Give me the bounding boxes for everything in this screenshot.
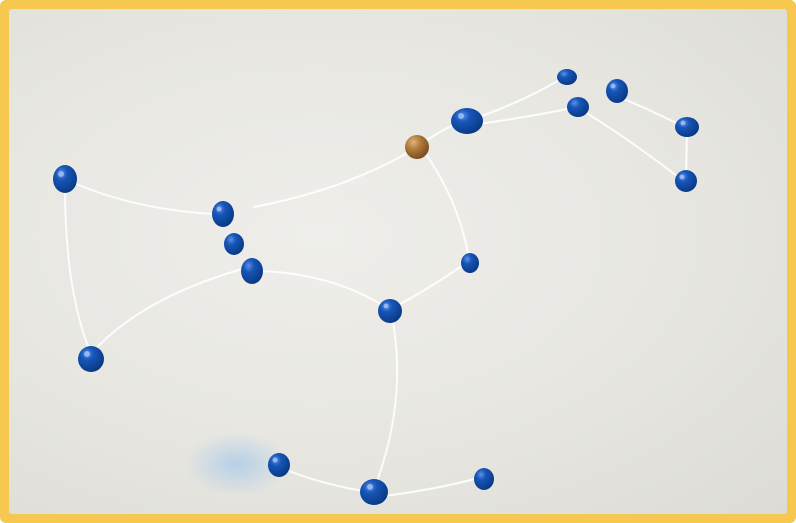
- bead: [212, 201, 234, 227]
- beads: [53, 69, 699, 505]
- string: [384, 477, 482, 496]
- bead: [474, 468, 494, 490]
- bead: [378, 299, 402, 323]
- bead: [268, 453, 290, 477]
- bead: [451, 108, 483, 134]
- constellation-art: [9, 9, 787, 514]
- bead: [567, 97, 589, 117]
- string: [65, 179, 214, 214]
- string: [279, 467, 369, 492]
- bead: [675, 117, 699, 137]
- bead: [360, 479, 388, 505]
- bead: [53, 165, 77, 193]
- bead: [675, 170, 697, 192]
- bead: [557, 69, 577, 85]
- string: [391, 261, 469, 309]
- string: [374, 311, 397, 489]
- bead: [224, 233, 244, 255]
- string: [467, 79, 561, 121]
- connecting-strings: [65, 79, 687, 496]
- bead-highlights: [58, 84, 686, 491]
- bead: [461, 253, 479, 273]
- string: [479, 107, 577, 124]
- bead: [241, 258, 263, 284]
- string: [254, 147, 417, 207]
- bead: [78, 346, 104, 372]
- brown-bead: [405, 135, 429, 159]
- constellation-photo: [9, 9, 787, 514]
- string: [421, 147, 469, 259]
- string: [65, 179, 91, 354]
- bead: [606, 79, 628, 103]
- string: [91, 269, 242, 354]
- string: [252, 271, 389, 309]
